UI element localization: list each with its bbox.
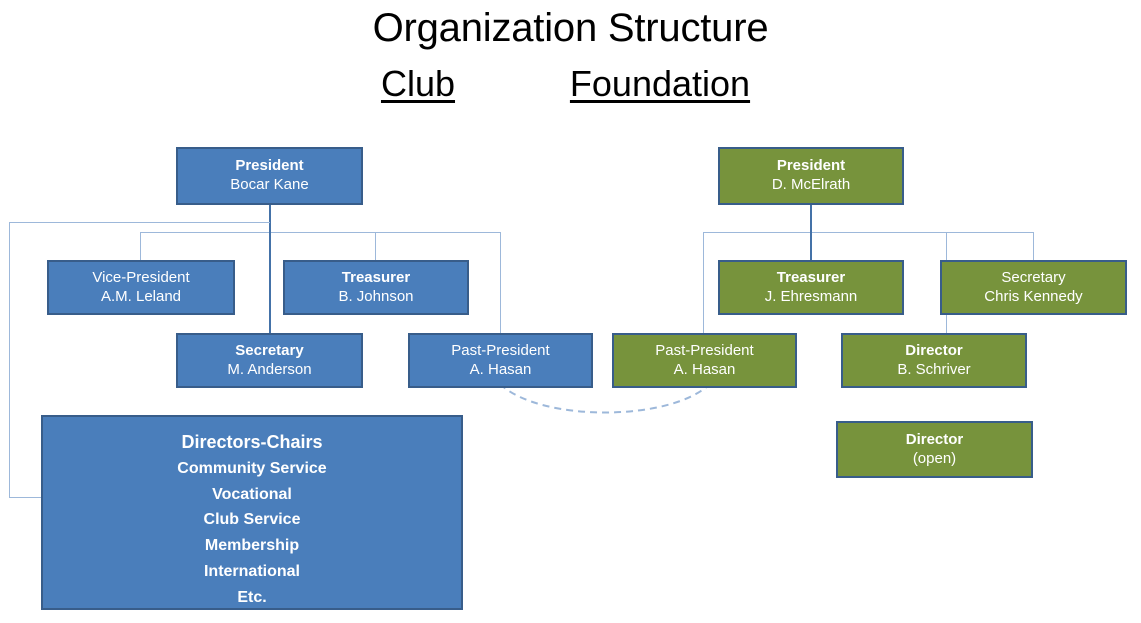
node-role: Past-President <box>451 341 550 359</box>
connector-club-outer-top <box>9 222 270 223</box>
node-club-past-president[interactable]: Past-President A. Hasan <box>408 333 593 388</box>
node-person: B. Schriver <box>897 360 971 378</box>
node-club-secretary[interactable]: Secretary M. Anderson <box>176 333 363 388</box>
connector-club-outer-left-drop <box>9 222 10 498</box>
node-person: A. Hasan <box>469 360 532 378</box>
connector-club-president-stem <box>269 205 271 233</box>
chair-item: Membership <box>204 537 300 555</box>
chair-item: Community Service <box>177 459 327 477</box>
node-role: President <box>235 157 304 175</box>
node-role: Director <box>905 341 963 359</box>
connector-foundation-drop-treasurer <box>810 232 812 260</box>
connector-club-drop-past-president <box>500 232 501 333</box>
node-person: J. Ehresmann <box>764 287 858 305</box>
connector-club-outer-bottom <box>9 497 42 498</box>
foundation-heading: Foundation <box>569 63 751 104</box>
node-foundation-president[interactable]: President D. McElrath <box>718 147 904 205</box>
node-foundation-director-open[interactable]: Director (open) <box>836 421 1033 478</box>
node-foundation-treasurer[interactable]: Treasurer J. Ehresmann <box>718 260 904 315</box>
node-club-vice-president[interactable]: Vice-President A.M. Leland <box>47 260 235 315</box>
node-foundation-director[interactable]: Director B. Schriver <box>841 333 1027 388</box>
node-club-treasurer[interactable]: Treasurer B. Johnson <box>283 260 469 315</box>
node-person: (open) <box>912 449 957 467</box>
connector-club-drop-secretary <box>269 232 271 333</box>
node-foundation-past-president[interactable]: Past-President A. Hasan <box>612 333 797 388</box>
node-person: Bocar Kane <box>230 176 309 193</box>
connector-foundation-sibling-bar <box>703 232 1034 233</box>
connector-foundation-president-stem <box>810 205 812 233</box>
node-role: Director <box>905 430 964 448</box>
connector-club-drop-vice-president <box>140 232 141 260</box>
node-person: M. Anderson <box>227 360 312 378</box>
node-role: Past-President <box>655 341 754 359</box>
chair-item: International <box>203 563 300 581</box>
node-role: President <box>776 157 846 175</box>
connector-club-drop-treasurer <box>375 232 376 260</box>
node-club-directors-chairs[interactable]: Directors-Chairs Community Service Vocat… <box>41 415 463 610</box>
node-club-president[interactable]: President Bocar Kane <box>176 147 363 205</box>
club-heading: Club <box>380 63 456 104</box>
connector-foundation-drop-secretary <box>1033 232 1034 260</box>
node-role: Secretary <box>235 341 304 359</box>
connector-club-sibling-bar <box>140 232 501 233</box>
connector-foundation-drop-past-president <box>703 232 704 333</box>
node-role: Secretary <box>1001 268 1066 286</box>
chair-item: Etc. <box>237 589 267 607</box>
chair-item: Vocational <box>212 485 292 503</box>
chair-item: Club Service <box>203 511 301 529</box>
node-person: A.M. Leland <box>100 287 182 305</box>
node-person: B. Johnson <box>338 287 414 305</box>
page-title: Organization Structure <box>372 6 769 50</box>
node-role: Directors-Chairs <box>181 432 323 452</box>
node-role: Vice-President <box>92 268 190 286</box>
node-person: D. McElrath <box>771 176 851 193</box>
node-person: A. Hasan <box>673 360 736 378</box>
node-person: Chris Kennedy <box>984 287 1083 305</box>
node-role: Treasurer <box>341 268 411 286</box>
node-role: Treasurer <box>776 268 846 286</box>
node-foundation-secretary[interactable]: Secretary Chris Kennedy <box>940 260 1127 315</box>
